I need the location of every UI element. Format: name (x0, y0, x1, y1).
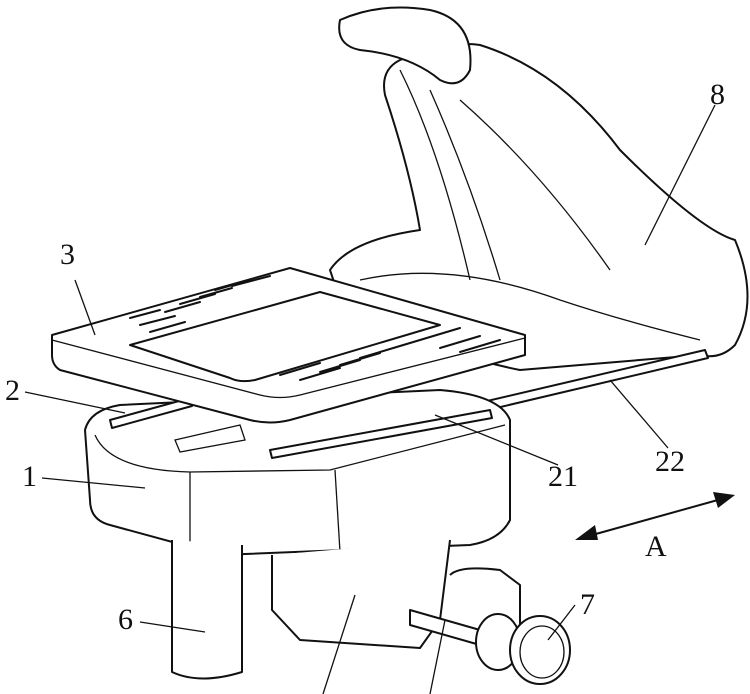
base (84, 389, 511, 556)
label-2: 2 (5, 374, 20, 407)
label-1: 1 (22, 460, 37, 493)
frame-slots (129, 275, 501, 381)
label-22: 22 (655, 445, 685, 478)
leader-lines (24, 104, 716, 694)
direction-arrow (575, 492, 735, 540)
knob (409, 609, 571, 685)
bracket (271, 539, 451, 649)
frame (51, 267, 526, 424)
label-3: 3 (60, 238, 75, 271)
label-21: 21 (548, 460, 578, 493)
label-6: 6 (118, 603, 133, 636)
post (171, 540, 243, 680)
label-A: A (645, 530, 667, 563)
label-8: 8 (710, 78, 725, 111)
label-7: 7 (580, 588, 595, 621)
